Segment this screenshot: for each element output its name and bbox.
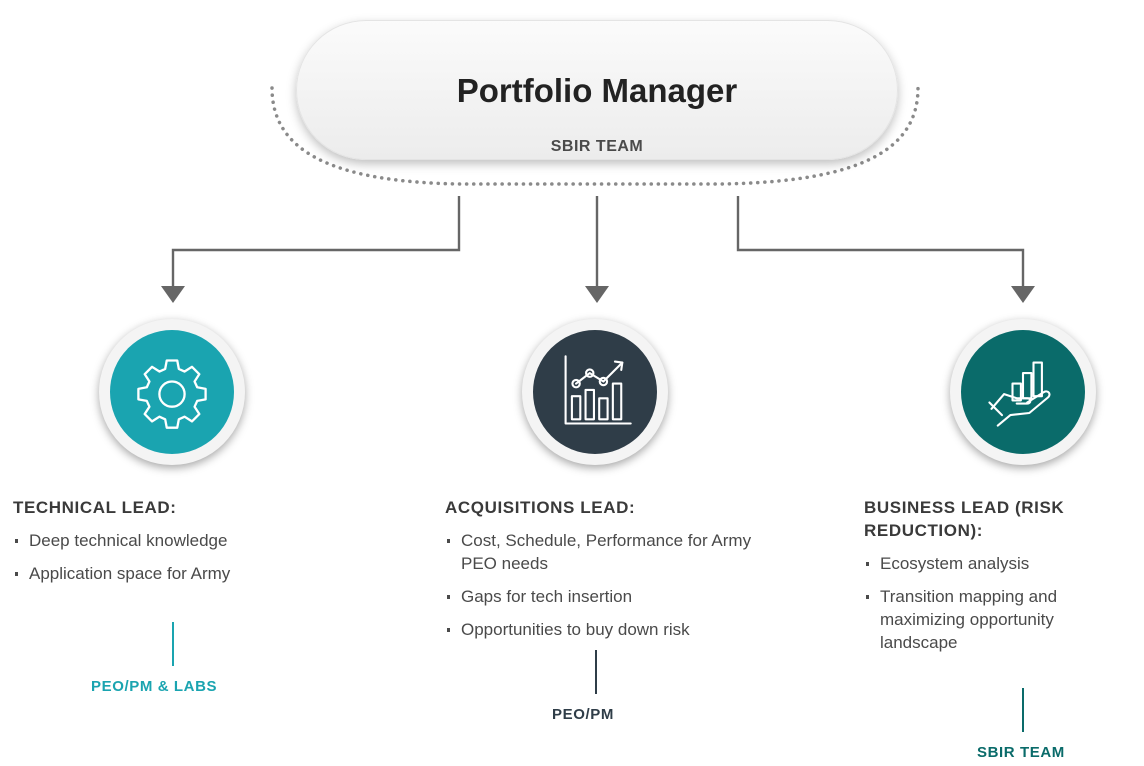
- technical-lead-title: TECHNICAL LEAD:: [13, 498, 177, 517]
- portfolio-manager-title: Portfolio Manager: [456, 72, 738, 109]
- list-item: Transition mapping and maximizing opport…: [864, 585, 1135, 654]
- business-lead-footer-line: [1022, 688, 1024, 732]
- list-item: Ecosystem analysis: [864, 552, 1139, 575]
- technical-lead-footer-label: PEO/PM & LABS: [91, 678, 218, 695]
- acquisitions-lead-icon-badge: [522, 319, 668, 465]
- business-lead-column: BUSINESS LEAD (RISK REDUCTION): Ecosyste…: [864, 496, 1139, 664]
- list-item: Cost, Schedule, Performance for Army PEO…: [445, 529, 771, 575]
- arrowhead-left: [161, 286, 185, 303]
- arrowhead-center: [585, 286, 609, 303]
- technical-lead-column: TECHNICAL LEAD: Deep technical knowledge…: [13, 496, 333, 595]
- list-item: Gaps for tech insertion: [445, 585, 785, 608]
- technical-lead-icon-badge: [99, 319, 245, 465]
- technical-lead-footer-line: [172, 622, 174, 666]
- acquisitions-lead-footer-line: [595, 650, 597, 694]
- gear-icon: [137, 359, 207, 429]
- acquisitions-lead-title: ACQUISITIONS LEAD:: [445, 498, 636, 517]
- portfolio-manager-subtitle: SBIR TEAM: [550, 138, 644, 155]
- business-lead-footer-label: SBIR TEAM: [977, 744, 1065, 761]
- list-item: Application space for Army: [13, 562, 333, 585]
- dotted-arc: [270, 86, 920, 186]
- connector-left: [171, 196, 461, 286]
- acquisitions-lead-footer-label: PEO/PM: [552, 706, 614, 723]
- growth-chart-icon: [564, 355, 632, 425]
- connector-right: [736, 196, 1025, 286]
- list-item: Opportunities to buy down risk: [445, 618, 785, 641]
- arrowhead-right: [1011, 286, 1035, 303]
- portfolio-manager-box: Portfolio Manager SBIR TEAM: [296, 20, 898, 160]
- hand-holding-chart-icon: [988, 361, 1051, 427]
- list-item: Deep technical knowledge: [13, 529, 333, 552]
- business-lead-icon-badge: [950, 319, 1096, 465]
- acquisitions-lead-column: ACQUISITIONS LEAD: Cost, Schedule, Perfo…: [445, 496, 805, 651]
- business-lead-title: BUSINESS LEAD (RISK REDUCTION):: [864, 498, 1065, 540]
